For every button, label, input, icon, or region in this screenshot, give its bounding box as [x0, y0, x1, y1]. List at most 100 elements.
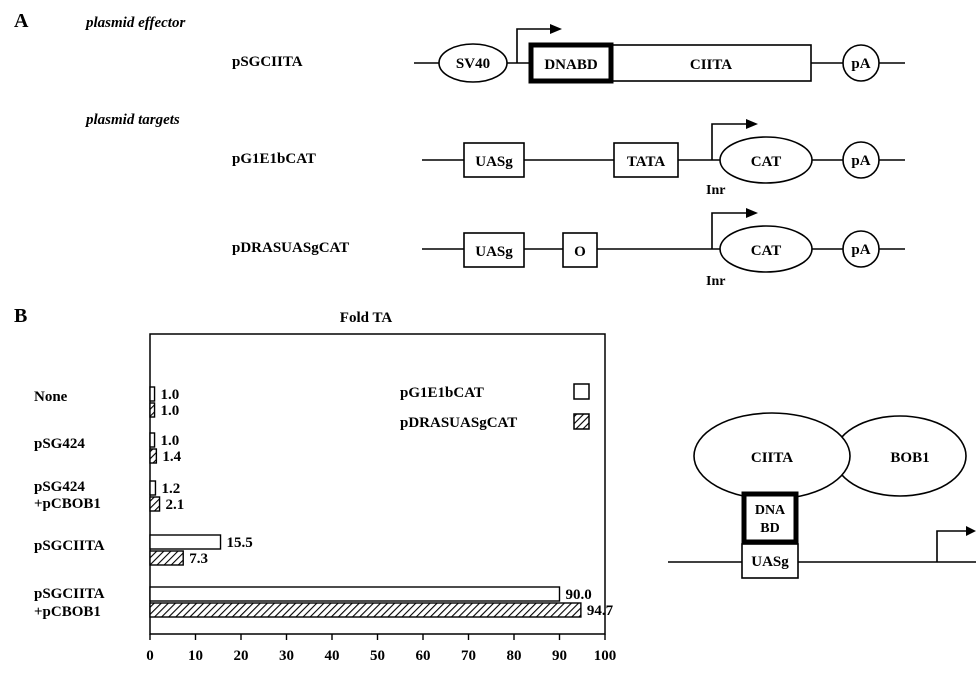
panel-b-label: B: [14, 305, 27, 327]
data-label: 2.1: [166, 497, 185, 513]
effector-heading: plasmid effector: [84, 15, 185, 31]
cat-gene: [719, 136, 813, 184]
x-tick-label: 40: [325, 648, 340, 664]
x-tick-label: 0: [146, 648, 154, 664]
o-label: O: [574, 244, 586, 260]
bar-pg1e1bcat: [149, 386, 156, 402]
bar-pdrasuasgcat: [149, 496, 161, 512]
cat-label: CAT: [751, 243, 782, 259]
bar-pg1e1bcat: [149, 432, 156, 448]
arrow-head-icon: [550, 24, 562, 34]
data-label: 15.5: [227, 535, 253, 551]
uasg-site-label: UASg: [751, 554, 789, 570]
data-label: 1.4: [162, 449, 181, 465]
pa-label: pA: [851, 153, 870, 169]
panel-b: B Fold TA None pSG424 pSG424 +pCBOB1 pSG…: [14, 305, 616, 664]
uasg-box: [463, 142, 525, 178]
bar-pg1e1bcat: [149, 586, 561, 602]
bar-pg1e1bcat: [149, 534, 222, 550]
sv40-label: SV40: [456, 56, 490, 72]
bar-pdrasuasgcat: [149, 402, 156, 418]
cat-gene: [719, 225, 813, 273]
tata-label: TATA: [627, 154, 666, 170]
arrow-head-icon: [746, 208, 758, 218]
panel-a-label: A: [14, 10, 29, 32]
construct-name: pG1E1bCAT: [232, 151, 316, 167]
targets-heading: plasmid targets: [84, 112, 180, 128]
pa-signal: [842, 141, 880, 179]
row-label: pSGCIITA: [34, 538, 105, 554]
transcription-start-arrow: [516, 28, 552, 63]
uasg-site: [741, 543, 799, 579]
transcription-start-arrow: [936, 530, 972, 562]
inr-label: Inr: [706, 183, 725, 198]
construct-psgciita: pSGCIITA SV40 DNABD CIITA pA: [232, 24, 905, 84]
sv40-promoter: [438, 43, 508, 83]
ciita-protein-label: CIITA: [751, 450, 793, 466]
dnabd-label-line2: BD: [760, 521, 779, 536]
data-label: 1.0: [161, 433, 180, 449]
row-label: +pCBOB1: [34, 604, 101, 620]
cat-label: CAT: [751, 154, 782, 170]
bob1-protein-label: BOB1: [890, 450, 929, 466]
x-tick-label: 10: [188, 648, 203, 664]
arrow-head-icon: [966, 526, 976, 536]
x-tick-label: 50: [370, 648, 385, 664]
row-label: pSG424: [34, 436, 85, 452]
bars: 1.01.01.01.41.22.115.57.390.094.7: [149, 386, 614, 619]
construct-name: pSGCIITA: [232, 54, 303, 70]
dnabd-domain: [741, 491, 799, 545]
data-label: 7.3: [189, 551, 208, 567]
model-diagram: CIITA BOB1 DNA BD UASg: [668, 412, 976, 579]
legend-swatch-open: [573, 383, 590, 400]
bar-pg1e1bcat: [149, 480, 157, 496]
transcription-start-arrow: [711, 123, 748, 160]
uasg-label: UASg: [475, 244, 513, 260]
data-label: 1.0: [161, 387, 180, 403]
x-tick-label: 90: [552, 648, 567, 664]
data-label: 1.0: [161, 403, 180, 419]
uasg-box: [463, 232, 525, 268]
pa-label: pA: [851, 56, 870, 72]
row-label: +pCBOB1: [34, 496, 101, 512]
row-labels: None pSG424 pSG424 +pCBOB1 pSGCIITA pSGC…: [34, 389, 105, 620]
construct-pg1e1bcat: pG1E1bCAT UASg TATA CAT pA Inr: [232, 119, 905, 198]
bar-pdrasuasgcat: [149, 448, 158, 464]
arrow-head-icon: [746, 119, 758, 129]
legend-label-pg1e1bcat: pG1E1bCAT: [400, 385, 484, 401]
construct-pdrasuasgcat: pDRASUASgCAT UASg O CAT pA Inr: [232, 208, 905, 289]
row-label: pSGCIITA: [34, 586, 105, 602]
ciita-label: CIITA: [690, 57, 732, 73]
chart-title: Fold TA: [340, 310, 393, 326]
pa-signal: [842, 44, 880, 82]
legend: pG1E1bCAT pDRASUASgCAT: [400, 383, 590, 431]
x-tick-label: 80: [507, 648, 522, 664]
pa-label: pA: [851, 242, 870, 258]
o-box: [562, 232, 598, 268]
x-tick-label: 100: [594, 648, 617, 664]
construct-name: pDRASUASgCAT: [232, 240, 349, 256]
data-label: 94.7: [587, 603, 614, 619]
tata-box: [613, 142, 679, 178]
pa-signal: [842, 230, 880, 268]
x-tick-label: 70: [461, 648, 476, 664]
legend-label-pdrasuasgcat: pDRASUASgCAT: [400, 415, 517, 431]
legend-swatch-hatched: [573, 413, 590, 430]
uasg-label: UASg: [475, 154, 513, 170]
x-tick-label: 30: [279, 648, 294, 664]
transcription-start-arrow: [711, 212, 748, 249]
dnabd-label: DNABD: [544, 57, 598, 73]
dnabd-box: [528, 42, 614, 84]
panel-a: A plasmid effector plasmid targets pSGCI…: [14, 10, 905, 289]
x-tick-label: 20: [234, 648, 249, 664]
row-label: None: [34, 389, 68, 405]
bar-pdrasuasgcat: [149, 602, 582, 618]
dnabd-label-line1: DNA: [755, 503, 786, 518]
bar-pdrasuasgcat: [149, 550, 184, 566]
data-label: 1.2: [161, 481, 180, 497]
data-label: 90.0: [566, 587, 592, 603]
row-label: pSG424: [34, 479, 85, 495]
inr-label: Inr: [706, 274, 725, 289]
